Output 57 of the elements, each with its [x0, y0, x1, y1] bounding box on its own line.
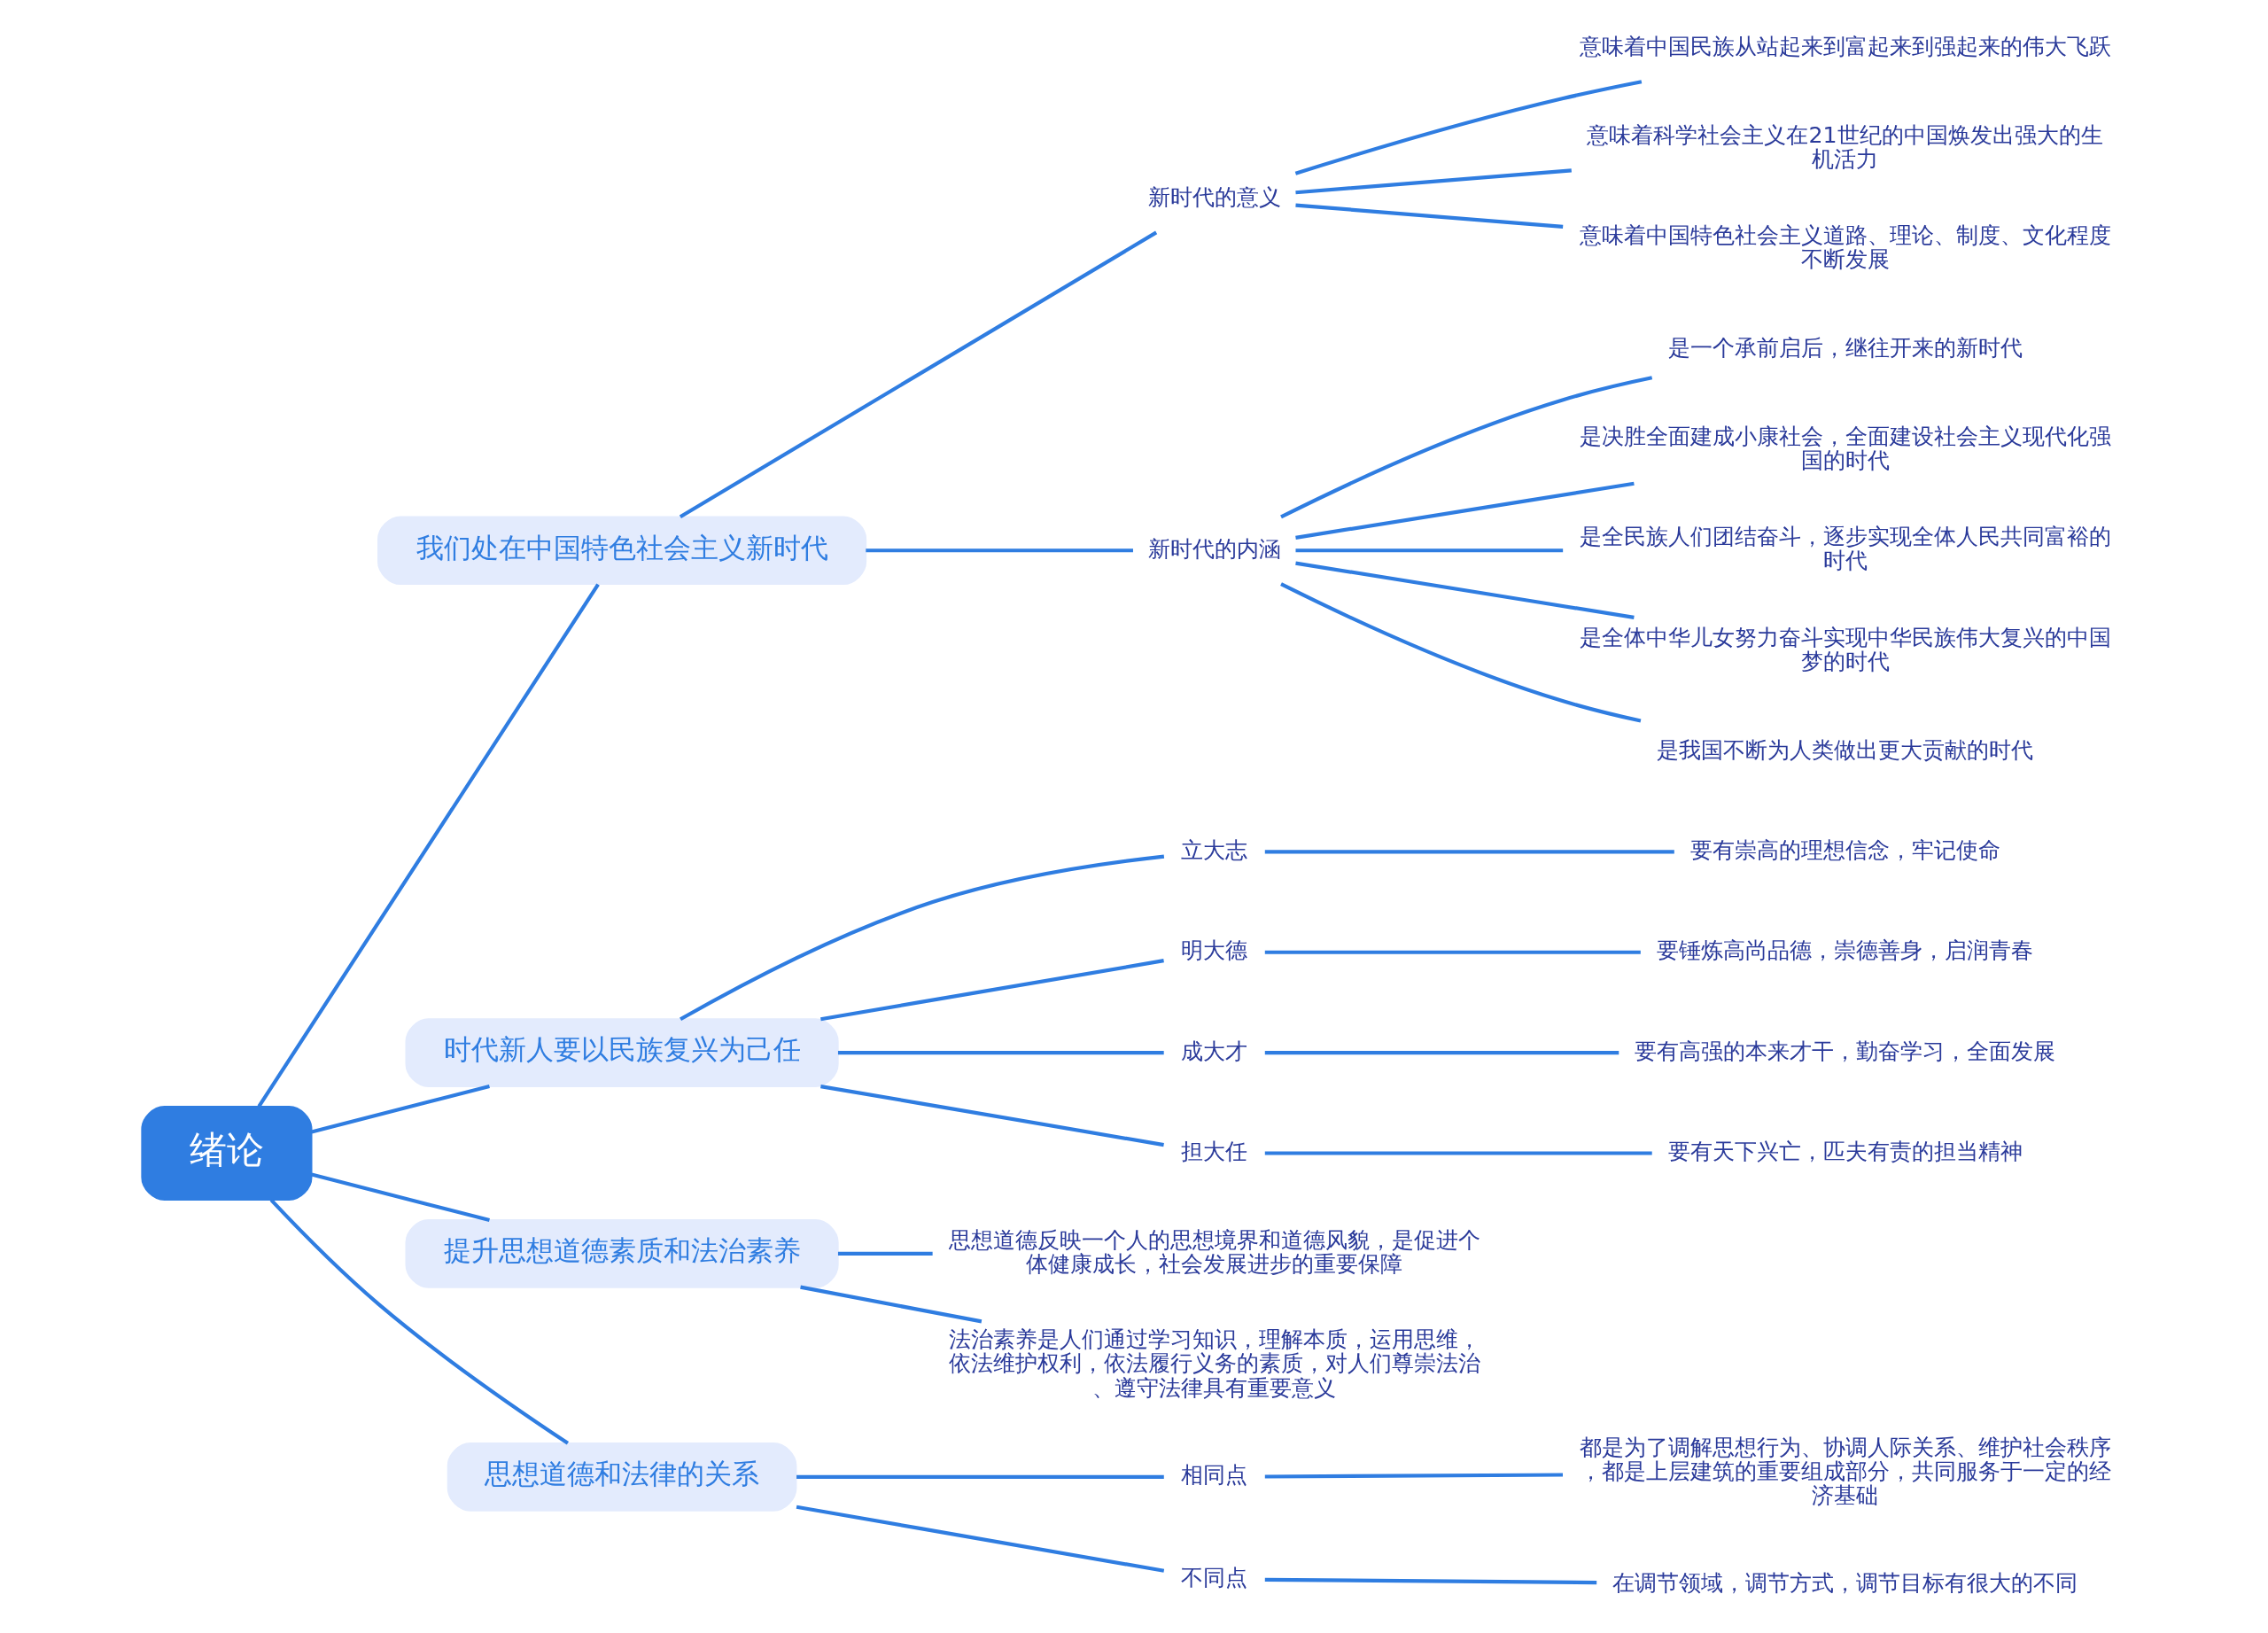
- node-box: 绪论: [140, 1106, 312, 1201]
- node-text: 相同点: [1180, 1462, 1247, 1489]
- node-text: 法治素养是人们通过学习知识，理解本质，运用思维，依法维护权利，依法履行义务的素质，对人们尊崇法治、遵守法律具有重要意义: [948, 1326, 1480, 1401]
- connector: [1264, 1473, 1563, 1479]
- node-text: 是全民族人们团结奋斗，逐步实现全体人民共同富裕的时代: [1579, 524, 2111, 574]
- node-text: 意味着中国特色社会主义道路、理论、制度、文化程度不断发展: [1579, 222, 2111, 273]
- connector: [1294, 481, 1635, 540]
- node-text: 是全体中华儿女努力奋斗实现中华民族伟大复兴的中国梦的时代: [1579, 624, 2111, 674]
- connector: [1264, 1151, 1652, 1155]
- node-text: 不同点: [1180, 1564, 1247, 1590]
- node-text: 要有天下兴亡，匹夫有责的担当精神: [1667, 1139, 2023, 1165]
- node-text: 意味着科学社会主义在21世纪的中国焕发出强大的生机活力: [1586, 121, 2103, 172]
- connector: [257, 583, 600, 1108]
- connector: [796, 1505, 1164, 1573]
- connector: [819, 959, 1164, 1022]
- node-text: 思想道德反映一个人的思想境界和道德风貌，是促进个体健康成长，社会发展进步的重要保障: [948, 1226, 1480, 1278]
- node-text: 意味着中国民族从站起来到富起来到强起来的伟大飞跃: [1579, 33, 2111, 59]
- connector: [796, 1474, 1164, 1479]
- connector: [1264, 1577, 1596, 1585]
- node-text: 都是为了调解思想行为、协调人际关系、维护社会秩序，都是上层建筑的重要组成部分，共同服务于一定的经济基础: [1579, 1434, 2111, 1509]
- node-text: 新时代的意义: [1147, 183, 1281, 210]
- connector: [1264, 850, 1674, 854]
- node-box: 时代新人要以民族复兴为己任: [404, 1018, 839, 1087]
- connector: [679, 230, 1157, 519]
- node-text: 担大任: [1180, 1139, 1247, 1165]
- node-text: 是决胜全面建成小康社会，全面建设社会主义现代化强国的时代: [1579, 423, 2111, 474]
- node-text: 新时代的内涵: [1147, 535, 1281, 562]
- connector: [679, 854, 1164, 1022]
- node-box: 我们处在中国特色社会主义新时代: [377, 516, 866, 586]
- connector: [1294, 80, 1642, 175]
- node-text: 要锤炼高尚品德，崇德善身，启润青春: [1656, 937, 2033, 964]
- connector: [1264, 1051, 1619, 1055]
- connector: [310, 1172, 490, 1223]
- node-text: 立大志: [1180, 836, 1247, 863]
- connector: [837, 1051, 1164, 1055]
- connector: [1294, 561, 1635, 619]
- connector: [1264, 950, 1641, 954]
- connector: [269, 1198, 569, 1445]
- connector: [1294, 203, 1563, 229]
- node-box: 思想道德和法律的关系: [447, 1442, 796, 1512]
- node-text: 明大德: [1180, 937, 1247, 964]
- node-text: 要有崇高的理想信念，牢记使命: [1689, 836, 2000, 863]
- connector: [819, 1085, 1164, 1147]
- connector: [799, 1285, 982, 1324]
- node-text: 是一个承前启后，继往开来的新时代: [1667, 335, 2023, 362]
- connector: [1294, 168, 1572, 195]
- connector: [310, 1084, 490, 1134]
- node-box: 提升思想道德素质和法治素养: [404, 1219, 839, 1288]
- connector: [865, 548, 1133, 553]
- connector: [1295, 548, 1563, 553]
- connector: [837, 1251, 933, 1256]
- node-text: 成大才: [1180, 1038, 1247, 1064]
- node-text: 在调节领域，调节方式，调节目标有很大的不同: [1612, 1570, 2078, 1597]
- node-text: 要有高强的本来才干，勤奋学习，全面发展: [1634, 1038, 2055, 1064]
- connector: [1279, 582, 1641, 723]
- node-text: 是我国不断为人类做出更大贡献的时代: [1656, 736, 2033, 763]
- connector: [1279, 376, 1652, 519]
